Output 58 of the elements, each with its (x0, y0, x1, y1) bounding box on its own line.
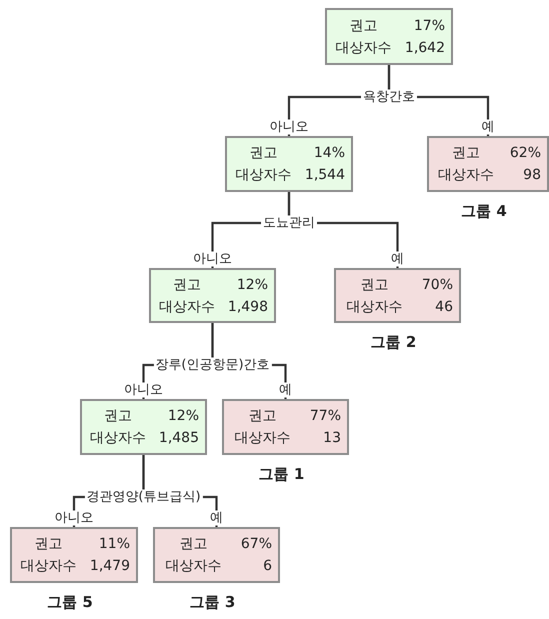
group-caption: 그룹 2 (370, 333, 416, 352)
leaf-node-box (427, 136, 549, 192)
stat-value: 12% (166, 407, 199, 426)
stat-label: 대상자수 (164, 557, 222, 576)
stat-value: 1,498 (226, 298, 268, 316)
group-caption: 그룹 3 (190, 593, 236, 612)
split-node-box (149, 268, 276, 323)
stat-value: 1,479 (88, 557, 130, 576)
stat-value: 62% (508, 144, 541, 163)
stat-value: 6 (262, 557, 272, 576)
split-node-box (225, 136, 353, 192)
stat-value: 12% (236, 276, 268, 294)
stat-label: 권고 (178, 535, 208, 554)
leaf-node-box (222, 399, 349, 455)
stat-value: 1,642 (404, 38, 445, 58)
stat-value: 77% (308, 407, 341, 426)
leaf-node-box (10, 527, 138, 583)
stat-value: 70% (420, 276, 453, 294)
edge-label: 아니오 (191, 252, 234, 266)
stat-value: 67% (240, 535, 272, 554)
group-caption: 그룹 5 (47, 593, 93, 612)
stat-label: 대상자수 (158, 298, 216, 316)
stat-label: 대상자수 (233, 429, 292, 448)
stat-value: 13 (322, 429, 341, 448)
stat-value: 17% (412, 16, 445, 36)
stat-label: 권고 (33, 535, 64, 554)
stat-label: 대상자수 (19, 557, 78, 576)
edge-label: 아니오 (268, 120, 310, 134)
split-label: 도뇨관리 (261, 216, 317, 230)
stat-value: 14% (312, 144, 345, 163)
stat-label: 권고 (103, 407, 134, 426)
split-label: 욕창간호 (361, 90, 417, 104)
stat-value: 1,544 (304, 166, 345, 185)
split-label: 장루(인공항문)간호 (153, 358, 272, 372)
stat-label: 권고 (359, 276, 390, 294)
split-label: 경관영양(튜브급식) (84, 490, 203, 504)
stat-label: 권고 (451, 144, 482, 163)
stat-label: 권고 (348, 16, 378, 36)
stat-value: 1,485 (158, 429, 199, 448)
edge-label: 아니오 (52, 510, 96, 526)
split-node-box (325, 8, 453, 65)
leaf-node-box (334, 268, 461, 323)
stat-label: 대상자수 (437, 166, 496, 185)
stat-label: 대상자수 (234, 166, 292, 185)
leaf-node-box (153, 527, 280, 583)
stat-label: 권고 (172, 276, 202, 294)
edge-label: 아니오 (122, 382, 165, 398)
stat-label: 대상자수 (89, 429, 148, 448)
stat-label: 대상자수 (334, 38, 392, 58)
split-node-box (80, 399, 207, 455)
stat-value: 98 (522, 166, 541, 185)
group-caption: 그룹 1 (258, 465, 304, 484)
stat-label: 대상자수 (345, 298, 404, 316)
stat-value: 46 (434, 298, 453, 316)
stat-label: 권고 (248, 144, 278, 163)
stat-label: 권고 (247, 407, 278, 426)
group-caption: 그룹 4 (461, 202, 507, 221)
stat-value: 11% (98, 535, 130, 554)
